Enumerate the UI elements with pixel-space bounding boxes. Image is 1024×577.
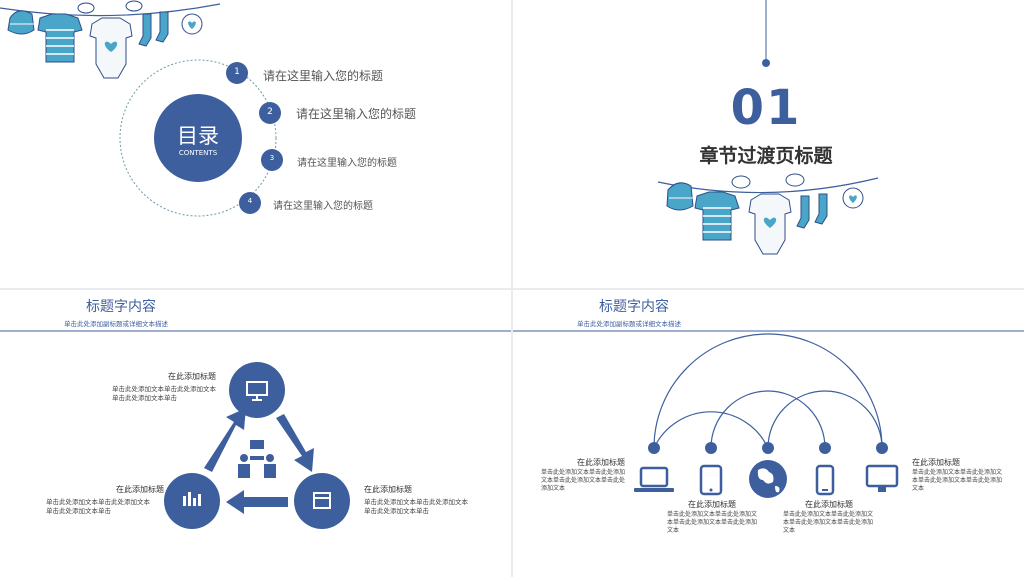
block-body-top: 单击此处添加文本单击此处添加文本单击此处添加文本单击 <box>112 385 216 402</box>
monitor-icon <box>865 464 899 492</box>
contents-item-1[interactable]: 请在这里输入您的标题 <box>263 69 384 83</box>
arrow-down-icon <box>276 414 314 472</box>
slide4-graphics <box>513 330 1024 498</box>
header-subtitle: 单击此处添加副标题或详细文本描述 <box>64 320 168 328</box>
baby-shirt-icon <box>694 191 740 241</box>
header-title: 标题字内容 <box>599 299 669 315</box>
block-title-2: 在此添加标题 <box>688 500 736 509</box>
baby-bodysuit-icon <box>89 17 133 79</box>
baby-bodysuit-icon <box>748 193 792 255</box>
globe-icon <box>749 460 787 498</box>
bird-icon <box>125 0 143 12</box>
header-subtitle: 单击此处添加副标题或详细文本描述 <box>577 320 681 328</box>
item-number-4: 4 <box>247 197 253 205</box>
bird-icon <box>731 173 805 189</box>
slide2-graphics <box>657 0 879 255</box>
slide1-graphics <box>0 0 283 217</box>
block-title-top: 在此添加标题 <box>168 372 216 381</box>
item-number-3: 3 <box>269 154 275 162</box>
calendar-icon <box>313 492 331 509</box>
tablet-icon <box>699 464 723 496</box>
slide-section-transition[interactable]: 01 章节过渡页标题 <box>513 0 1024 288</box>
bird-icon <box>77 2 95 14</box>
block-body-2: 单击此处添加文本单击此处添加文本单击此处添加文本单击此处添加文本 <box>667 511 758 534</box>
item-number-2: 2 <box>267 107 273 117</box>
laptop-icon <box>634 466 674 492</box>
baby-hat-icon <box>7 10 35 35</box>
baby-sock-icon <box>796 193 828 229</box>
slide-contents[interactable]: 目录 CONTENTS 1 2 3 4 请在这里输入您的标题 请在这里输入您的标… <box>0 0 511 288</box>
baby-shirt-icon <box>37 13 83 63</box>
arrow-up-icon <box>204 408 246 472</box>
contents-title: 目录 <box>177 124 219 148</box>
bar-chart-icon <box>183 492 201 506</box>
block-body-1: 单击此处添加文本单击此处添加文本单击此处添加文本单击此处添加文本 <box>541 469 626 492</box>
header-title: 标题字内容 <box>86 299 156 315</box>
baby-hat-icon <box>666 182 694 211</box>
slide-cycle[interactable]: 标题字内容 单击此处添加副标题或详细文本描述 <box>0 290 511 577</box>
block-title-left: 在此添加标题 <box>116 485 164 494</box>
meeting-icon <box>238 440 276 478</box>
baby-sock-icon <box>138 11 169 47</box>
block-title-4: 在此添加标题 <box>912 458 960 467</box>
block-body-left: 单击此处添加文本单击此处添加文本单击此处添加文本单击 <box>46 498 150 515</box>
contents-item-2[interactable]: 请在这里输入您的标题 <box>296 107 417 121</box>
block-body-right: 单击此处添加文本单击此处添加文本单击此处添加文本单击 <box>364 498 468 515</box>
contents-item-4[interactable]: 请在这里输入您的标题 <box>273 201 373 212</box>
monitor-icon <box>246 381 268 401</box>
mobile-phone-icon <box>815 464 835 496</box>
section-number: 01 <box>730 80 802 136</box>
block-body-4: 单击此处添加文本单击此处添加文本单击此处添加文本单击此处添加文本 <box>912 469 1003 492</box>
contents-item-3[interactable]: 请在这里输入您的标题 <box>297 158 397 169</box>
baby-bib-icon <box>181 13 203 35</box>
block-title-3: 在此添加标题 <box>805 500 853 509</box>
slide3-graphics <box>0 330 511 529</box>
block-title-right: 在此添加标题 <box>364 485 412 494</box>
contents-subtitle: CONTENTS <box>178 149 218 157</box>
slide-devices[interactable]: 标题字内容 单击此处添加副标题或详细文本描述 <box>513 290 1024 577</box>
baby-bib-icon <box>842 187 864 209</box>
item-number-1: 1 <box>234 67 240 77</box>
block-body-3: 单击此处添加文本单击此处添加文本单击此处添加文本单击此处添加文本 <box>783 511 874 534</box>
block-title-1: 在此添加标题 <box>577 458 625 467</box>
section-title: 章节过渡页标题 <box>699 145 833 167</box>
arrow-left-icon <box>226 490 288 514</box>
